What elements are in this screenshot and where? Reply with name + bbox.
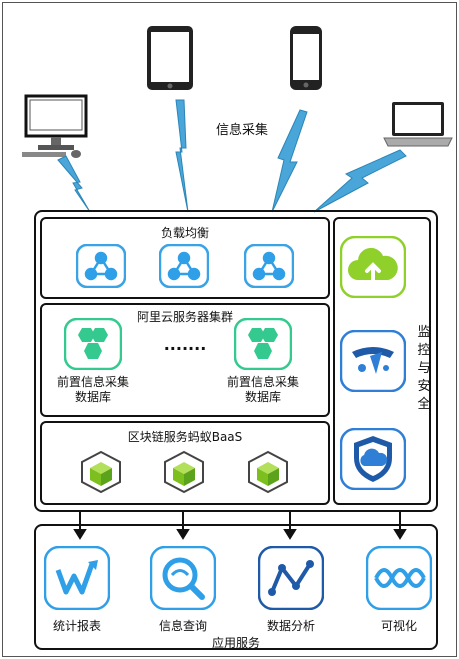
load-balance-title: 负载均衡: [160, 226, 209, 240]
cube-icon: [163, 450, 205, 494]
phone-icon: [288, 24, 324, 92]
system-box: [34, 210, 438, 512]
cluster-title: 阿里云服务器集群: [136, 310, 233, 324]
security-title-char: 安: [417, 379, 431, 394]
desktop-icon: [20, 94, 92, 160]
tablet-icon: [145, 24, 195, 92]
cube-icon: [80, 450, 122, 494]
line-chart-icon: [258, 546, 324, 610]
database-cluster-icon: [64, 318, 122, 370]
cloud-upload-icon: [340, 236, 406, 298]
cluster-box: [40, 303, 330, 417]
shield-cloud-icon: [340, 428, 406, 490]
db-label-right-line1: 前置信息采集: [226, 375, 299, 389]
cube-icon: [247, 450, 289, 494]
db-label-left-line1: 前置信息采集: [56, 375, 129, 389]
app-label: 统计报表: [52, 619, 101, 633]
network-node-icon: [244, 244, 294, 288]
network-node-icon: [159, 244, 209, 288]
security-title-char: 监: [417, 325, 431, 340]
db-label-right-line2: 数据库: [244, 390, 281, 404]
db-label-left-line2: 数据库: [74, 390, 111, 404]
search-icon: [150, 546, 216, 610]
security-box: [333, 217, 431, 505]
collect-label: 信息采集: [216, 123, 269, 138]
load-balance-box: [40, 217, 330, 299]
blockchain-box: [40, 421, 330, 505]
database-cluster-icon: [234, 318, 292, 370]
laptop-icon: [382, 100, 454, 148]
app-label: 可视化: [380, 619, 417, 633]
security-title-char: 与: [417, 361, 431, 376]
chart-w-icon: [44, 546, 110, 610]
app-label: 信息查询: [158, 619, 207, 633]
ellipsis: ·······: [163, 339, 207, 358]
network-node-icon: [76, 244, 126, 288]
lightning-icon: [57, 99, 407, 213]
wave-icon: [366, 546, 432, 610]
security-title-char: 全: [417, 397, 431, 412]
apps-box: [34, 524, 438, 650]
app-label: 数据分析: [266, 619, 315, 633]
security-title-char: 控: [417, 343, 431, 358]
rocket-icon: [340, 330, 406, 392]
apps-title: 应用服务: [211, 636, 260, 650]
blockchain-title: 区块链服务蚂蚁BaaS: [127, 430, 243, 444]
